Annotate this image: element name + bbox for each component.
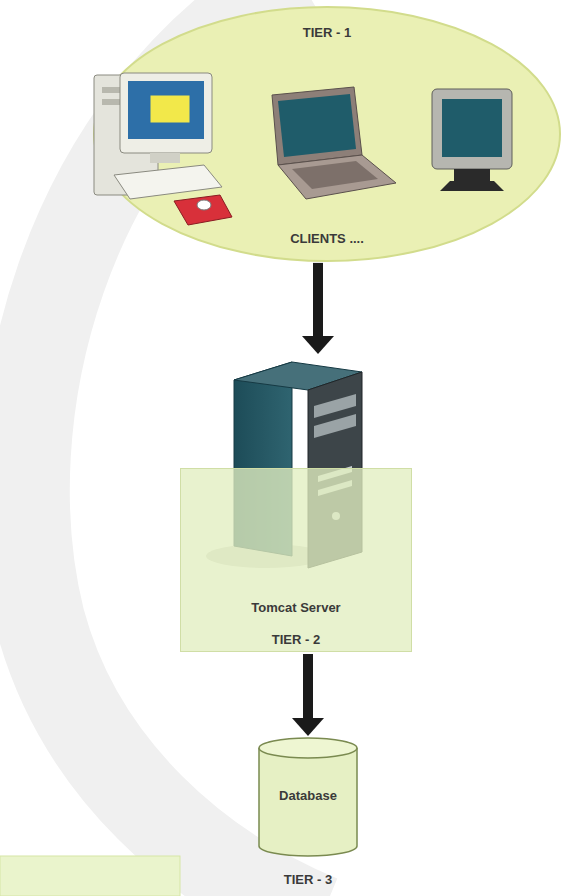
database-node: DatabaseTIER - 3: [258, 738, 358, 856]
tier-label: TIER - 1: [92, 25, 562, 41]
clients-ellipse: TIER - 1 CLIENTS ....: [92, 5, 562, 263]
node-label: Tomcat Server: [180, 600, 412, 616]
node-label: CLIENTS ....: [92, 231, 562, 247]
server-box: Tomcat ServerTIER - 2: [180, 356, 412, 652]
node-label: TIER - 2: [180, 632, 412, 648]
clients-illustration: [92, 5, 562, 263]
flow-arrow: [292, 654, 324, 736]
tier-label: Database: [258, 788, 358, 804]
tier-panel: [180, 468, 412, 652]
flow-arrow: [302, 263, 334, 354]
node-label: TIER - 3: [258, 872, 358, 888]
